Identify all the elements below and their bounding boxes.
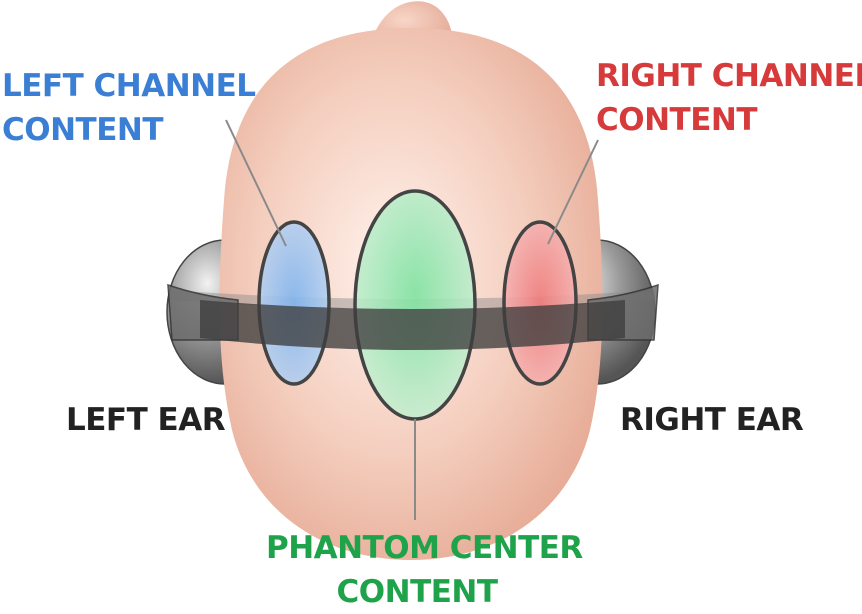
phantom-center-label-line1: PHANTOM CENTER: [266, 530, 583, 566]
right-channel-label-line1: RIGHT CHANNEL: [596, 58, 862, 94]
headband: [167, 283, 659, 350]
left-ear-label: LEFT EAR: [66, 398, 226, 442]
left-channel-leader: [225, 119, 287, 247]
phantom-center-label: PHANTOM CENTER CONTENT: [266, 526, 583, 614]
left-channel-label-line2: CONTENT: [2, 112, 163, 148]
left-ear-text: LEFT EAR: [66, 402, 226, 438]
right-ear-label: RIGHT EAR: [620, 398, 804, 442]
phantom-center-label-line2: CONTENT: [336, 574, 498, 610]
left-channel-label: LEFT CHANNEL CONTENT: [2, 64, 256, 152]
phantom-center-zone: [353, 189, 477, 421]
right-channel-label-line2: CONTENT: [596, 102, 757, 138]
right-channel-label: RIGHT CHANNEL CONTENT: [596, 54, 862, 142]
right-ear-text: RIGHT EAR: [620, 402, 804, 438]
right-channel-zone: [502, 220, 578, 386]
left-channel-label-line1: LEFT CHANNEL: [2, 68, 256, 104]
left-channel-zone: [257, 220, 331, 386]
right-channel-leader: [547, 139, 599, 245]
